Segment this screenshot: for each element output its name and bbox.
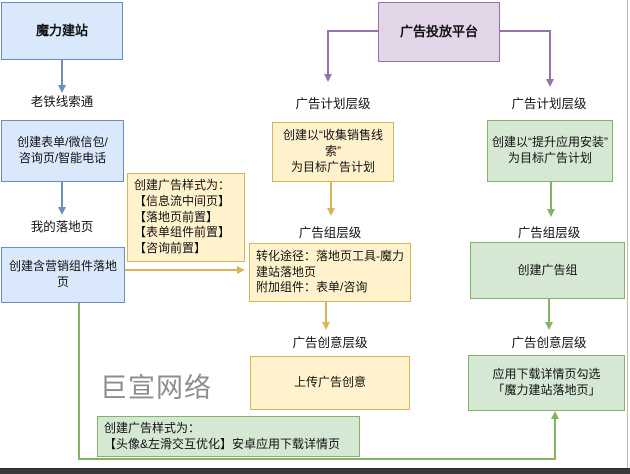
note-ad-style-feed: 创建广告样式为： 【信息流中间页】 【落地页前置】 【表单组件前置】 【咨询前置… bbox=[127, 173, 245, 262]
arrow-head-install-group-to-creative bbox=[545, 322, 553, 330]
arrow-line-install-plan-to-group bbox=[550, 182, 552, 210]
arrow-head-into-download-detail bbox=[551, 411, 559, 419]
note-ad-style-download: 创建广告样式为： 【头像&左滑交互优化】安卓应用下载详情页 bbox=[97, 416, 360, 457]
arrow-line-site-to-leads bbox=[61, 60, 63, 86]
node-ad-platform-title: 广告投放平台 bbox=[378, 2, 500, 62]
label-creative-level-lead: 广告创意层级 bbox=[292, 336, 368, 350]
label-plan-level-lead: 广告计划层级 bbox=[295, 97, 371, 111]
arrow-head-install-plan-to-group bbox=[547, 209, 555, 217]
arrow-line-install-group-to-creative bbox=[548, 299, 550, 323]
node-create-form: 创建表单/微信包/ 咨询页/智能电话 bbox=[1, 120, 124, 182]
node-plan-lead: 创建以“收集销售线索” 为目标广告计划 bbox=[272, 122, 394, 182]
arrow-head-lead-plan-to-group bbox=[327, 208, 335, 216]
node-plan-install: 创建以“提升应用安装” 为目标广告计划 bbox=[487, 120, 613, 182]
arrow-line-form-to-landing bbox=[61, 182, 63, 208]
arrow-head-lead-group-to-creative bbox=[322, 322, 330, 330]
arrow-line-lead-group-to-creative bbox=[325, 302, 327, 323]
canvas-right-border bbox=[627, 0, 628, 468]
connector-platform-left-v bbox=[327, 30, 329, 75]
arrow-head-form-to-landing bbox=[58, 207, 66, 215]
node-group-lead-conversion: 转化途径：落地页工具-魔力 建站落地页 附加组件：表单/咨询 bbox=[249, 243, 411, 302]
label-laotie-leads: 老铁线索通 bbox=[30, 95, 94, 109]
arrow-line-landing-to-conversion bbox=[125, 269, 238, 271]
connector-platform-right-h bbox=[500, 30, 550, 32]
connector-landing-bottom-h bbox=[78, 458, 556, 460]
label-group-level-lead: 广告组层级 bbox=[298, 226, 362, 240]
connector-landing-down-v bbox=[78, 303, 80, 459]
arrow-head-site-to-leads bbox=[58, 85, 66, 93]
node-create-adgroup: 创建广告组 bbox=[470, 242, 625, 299]
label-plan-level-install: 广告计划层级 bbox=[511, 97, 587, 111]
arrow-head-platform-left bbox=[324, 74, 332, 82]
arrow-head-platform-right bbox=[546, 79, 554, 87]
label-group-level-install: 广告组层级 bbox=[517, 226, 581, 240]
label-my-landing-page: 我的落地页 bbox=[30, 220, 94, 234]
connector-platform-right-v bbox=[549, 30, 551, 80]
node-create-marketing-landing: 创建含营销组件落地 页 bbox=[1, 247, 125, 303]
node-download-detail-check: 应用下载详情页勾选 「魔力建站落地页」 bbox=[468, 355, 625, 411]
window-bottom-edge-bar bbox=[0, 468, 630, 474]
node-site-builder-title: 魔力建站 bbox=[1, 2, 123, 60]
watermark-juxuan-network: 巨宣网络 bbox=[100, 373, 212, 403]
arrow-line-lead-plan-to-group bbox=[330, 182, 332, 209]
label-creative-level-install: 广告创意层级 bbox=[511, 336, 587, 350]
connector-platform-left-h bbox=[328, 30, 378, 32]
connector-landing-up-v bbox=[554, 417, 556, 459]
node-upload-creative: 上传广告创意 bbox=[250, 356, 410, 410]
arrow-head-landing-to-conversion bbox=[237, 266, 245, 274]
